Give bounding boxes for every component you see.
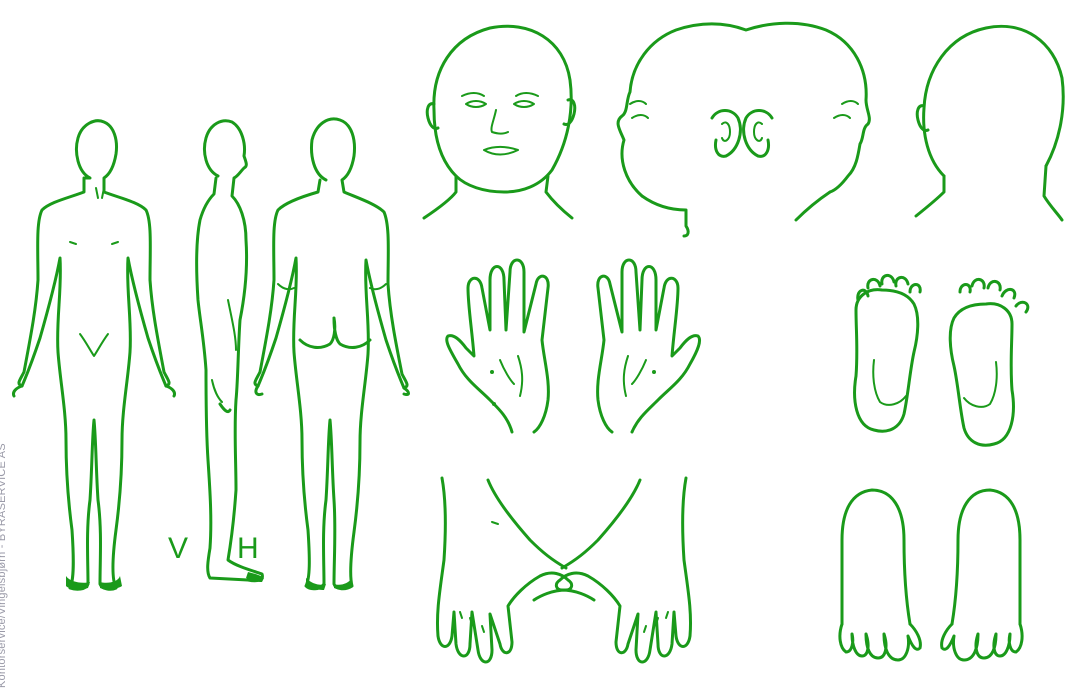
body-front-figure xyxy=(13,121,174,590)
view-label-v: V xyxy=(168,532,188,565)
palm-left-hand xyxy=(447,260,549,432)
head-side-figure xyxy=(618,23,869,236)
body-back-figure xyxy=(255,119,409,590)
foot-sole-left xyxy=(855,275,921,431)
foot-top-right xyxy=(942,490,1022,660)
head-back-figure xyxy=(916,26,1063,220)
view-label-h: H xyxy=(237,532,259,565)
body-side-figure: V H xyxy=(168,121,264,582)
hand-back-right xyxy=(556,478,690,662)
palm-right-hand xyxy=(598,260,700,432)
hand-back-left xyxy=(437,478,571,662)
foot-sole-right xyxy=(950,279,1028,445)
head-front-figure xyxy=(424,26,575,218)
foot-top-left xyxy=(840,490,920,660)
